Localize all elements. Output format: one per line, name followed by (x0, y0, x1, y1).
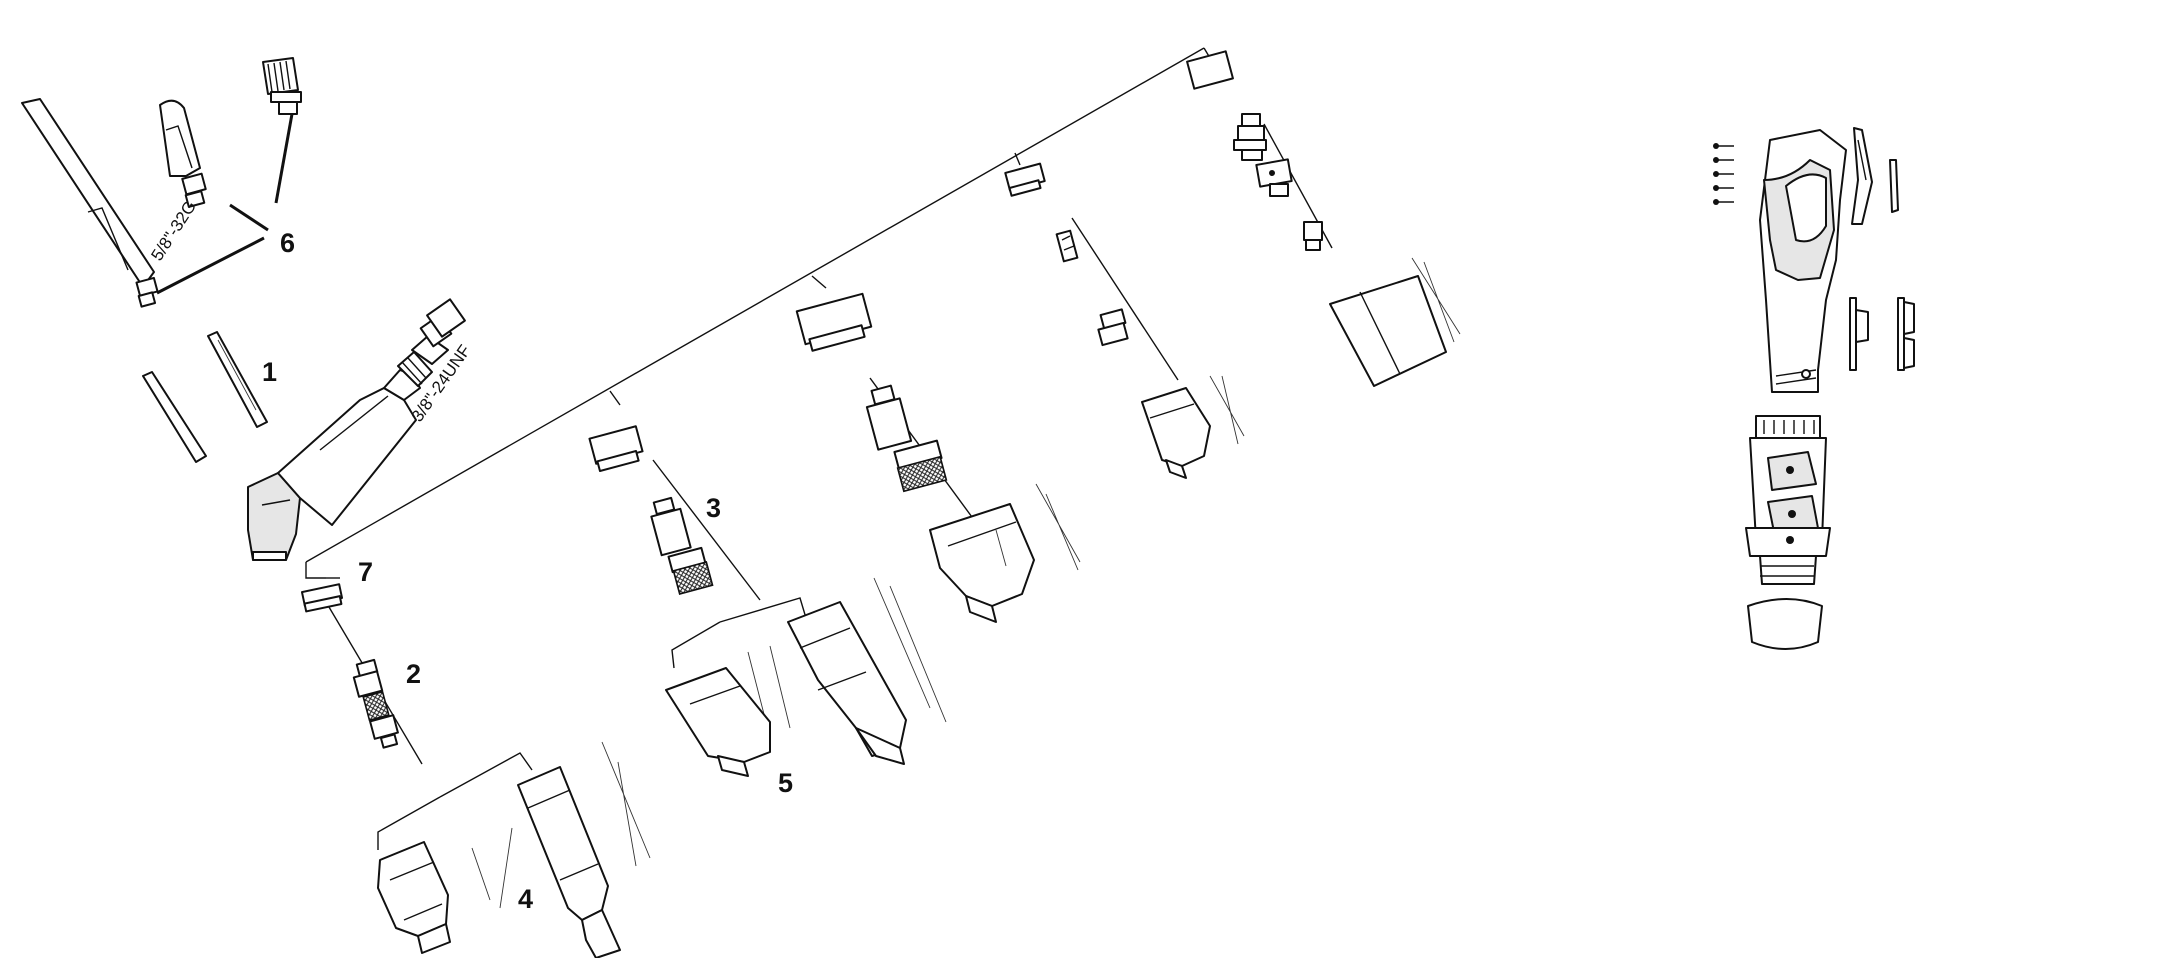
large-collet (1303, 221, 1323, 251)
large-nozzle (1329, 257, 1461, 387)
nozzle-group-4-lines (377, 741, 651, 909)
handle-switch-covers (1849, 127, 1915, 371)
large-gas-lens-nozzle (929, 483, 1081, 623)
short-back-cap (159, 99, 207, 208)
callout-2: 2 (406, 659, 421, 689)
cable-boot (1747, 598, 1823, 650)
handle-screws (1713, 143, 1734, 205)
large-gas-lens-insulator (795, 292, 873, 352)
button-back-cap (262, 57, 302, 115)
stubby-collet-body (1097, 308, 1129, 347)
large-insulator (1186, 50, 1234, 90)
torch-handle (1759, 129, 1847, 393)
large-gas-lens-body (865, 384, 948, 493)
callout-5: 5 (778, 768, 793, 798)
gas-lens-insulator (588, 425, 644, 473)
callout-3: 3 (706, 493, 721, 523)
gas-lens-body-3 (650, 496, 714, 595)
torch-body (247, 298, 466, 561)
callout-6: 6 (280, 228, 295, 258)
long-nozzle-4 (517, 766, 621, 958)
callout-4: 4 (518, 884, 533, 914)
gas-lens-nozzle-short-5 (665, 667, 771, 777)
nozzle-group-5-lines (671, 577, 947, 729)
callout-1: 1 (262, 357, 277, 387)
gas-lens-insulator-7 (300, 583, 344, 613)
collet-body-2 (352, 658, 399, 749)
stubby-insulator (1004, 162, 1046, 197)
gas-lens-nozzle-long-5 (787, 601, 907, 765)
back-cap-thread-label: 5/8"-32G (147, 197, 200, 264)
stubby-collet (1055, 229, 1079, 263)
callout-7: 7 (358, 557, 373, 587)
stubby-nozzle (1141, 375, 1245, 479)
long-back-cap (21, 98, 159, 308)
large-collet-body (1233, 113, 1293, 197)
tungsten-electrodes (142, 331, 268, 463)
short-nozzle-4 (377, 841, 451, 954)
handle-connector-sleeve (1745, 415, 1831, 585)
back-cap-leaders (156, 113, 294, 295)
